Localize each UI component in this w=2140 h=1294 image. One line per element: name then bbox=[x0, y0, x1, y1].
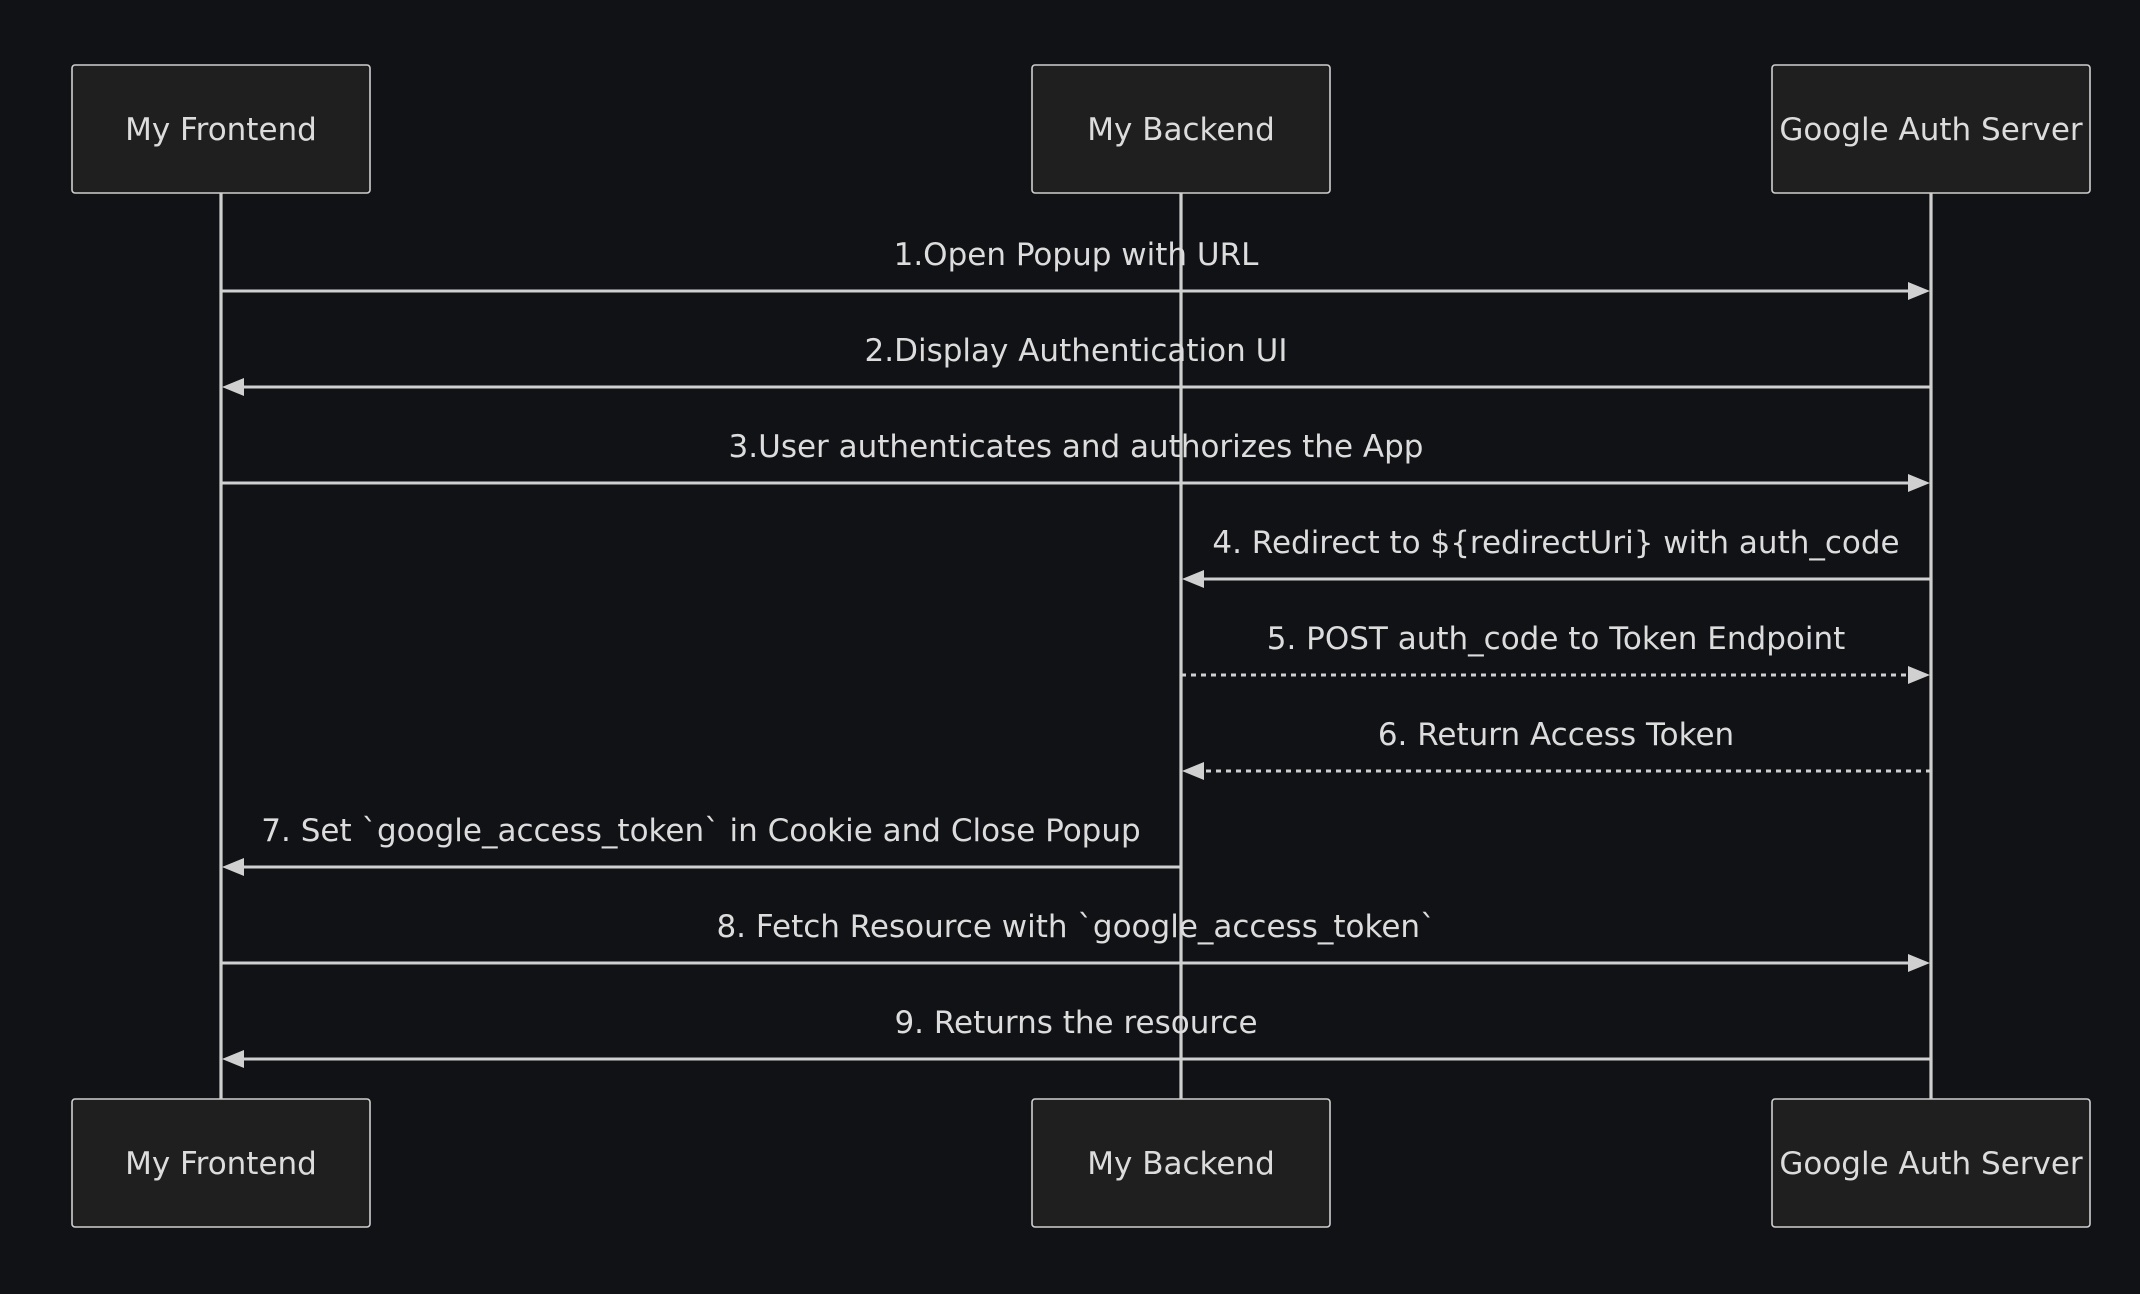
message-label: 1.Open Popup with URL bbox=[894, 237, 1259, 273]
actor-label: My Backend bbox=[1087, 112, 1275, 148]
arrowhead bbox=[1182, 762, 1204, 780]
message-1: 1.Open Popup with URL bbox=[221, 237, 1930, 300]
actor-box bbox=[1031, 64, 1331, 194]
arrowhead bbox=[1908, 282, 1930, 300]
message-label: 6. Return Access Token bbox=[1378, 717, 1734, 753]
actor-box bbox=[71, 1098, 371, 1228]
arrowhead bbox=[222, 378, 244, 396]
message-5: 5. POST auth_code to Token Endpoint bbox=[1181, 621, 1930, 684]
actor-label: Google Auth Server bbox=[1779, 112, 2083, 148]
actor-frontend-top: My Frontend bbox=[71, 64, 371, 194]
message-label: 8. Fetch Resource with `google_access_to… bbox=[716, 909, 1435, 945]
message-4: 4. Redirect to ${redirectUri} with auth_… bbox=[1182, 525, 1931, 588]
arrowhead bbox=[222, 858, 244, 876]
actor-box bbox=[1031, 1098, 1331, 1228]
message-7: 7. Set `google_access_token` in Cookie a… bbox=[222, 813, 1181, 876]
message-2: 2.Display Authentication UI bbox=[222, 333, 1931, 396]
actor-frontend-bottom: My Frontend bbox=[71, 1098, 371, 1228]
message-6: 6. Return Access Token bbox=[1182, 717, 1931, 780]
message-label: 5. POST auth_code to Token Endpoint bbox=[1267, 621, 1846, 657]
actor-box bbox=[1771, 64, 2091, 194]
actor-box bbox=[1771, 1098, 2091, 1228]
actors: My Frontend My Frontend My Backend My Backe… bbox=[71, 64, 2091, 1228]
actor-backend-bottom: My Backend bbox=[1031, 1098, 1331, 1228]
lifelines bbox=[219, 193, 1933, 1099]
message-3: 3.User authenticates and authorizes the … bbox=[221, 429, 1930, 492]
message-label: 4. Redirect to ${redirectUri} with auth_… bbox=[1212, 525, 1899, 561]
message-label: 3.User authenticates and authorizes the … bbox=[729, 429, 1424, 465]
actor-backend-top: My Backend bbox=[1031, 64, 1331, 194]
message-label: 7. Set `google_access_token` in Cookie a… bbox=[261, 813, 1140, 849]
message-8: 8. Fetch Resource with `google_access_to… bbox=[221, 909, 1930, 972]
actor-label: My Backend bbox=[1087, 1146, 1275, 1182]
messages: 1.Open Popup with URL 2.Display Authentic… bbox=[221, 237, 1931, 1068]
message-9: 9. Returns the resource bbox=[222, 1005, 1931, 1068]
message-label: 9. Returns the resource bbox=[894, 1005, 1257, 1041]
arrowhead bbox=[1908, 666, 1930, 684]
arrowhead bbox=[1908, 954, 1930, 972]
arrowhead bbox=[222, 1050, 244, 1068]
actor-google-top: Google Auth Server bbox=[1771, 64, 2091, 194]
message-label: 2.Display Authentication UI bbox=[865, 333, 1288, 369]
arrowhead bbox=[1182, 570, 1204, 588]
actor-label: My Frontend bbox=[125, 1146, 317, 1182]
arrowhead bbox=[1908, 474, 1930, 492]
actor-label: Google Auth Server bbox=[1779, 1146, 2083, 1182]
actor-label: My Frontend bbox=[125, 112, 317, 148]
actor-box bbox=[71, 64, 371, 194]
actor-google-bottom: Google Auth Server bbox=[1771, 1098, 2091, 1228]
